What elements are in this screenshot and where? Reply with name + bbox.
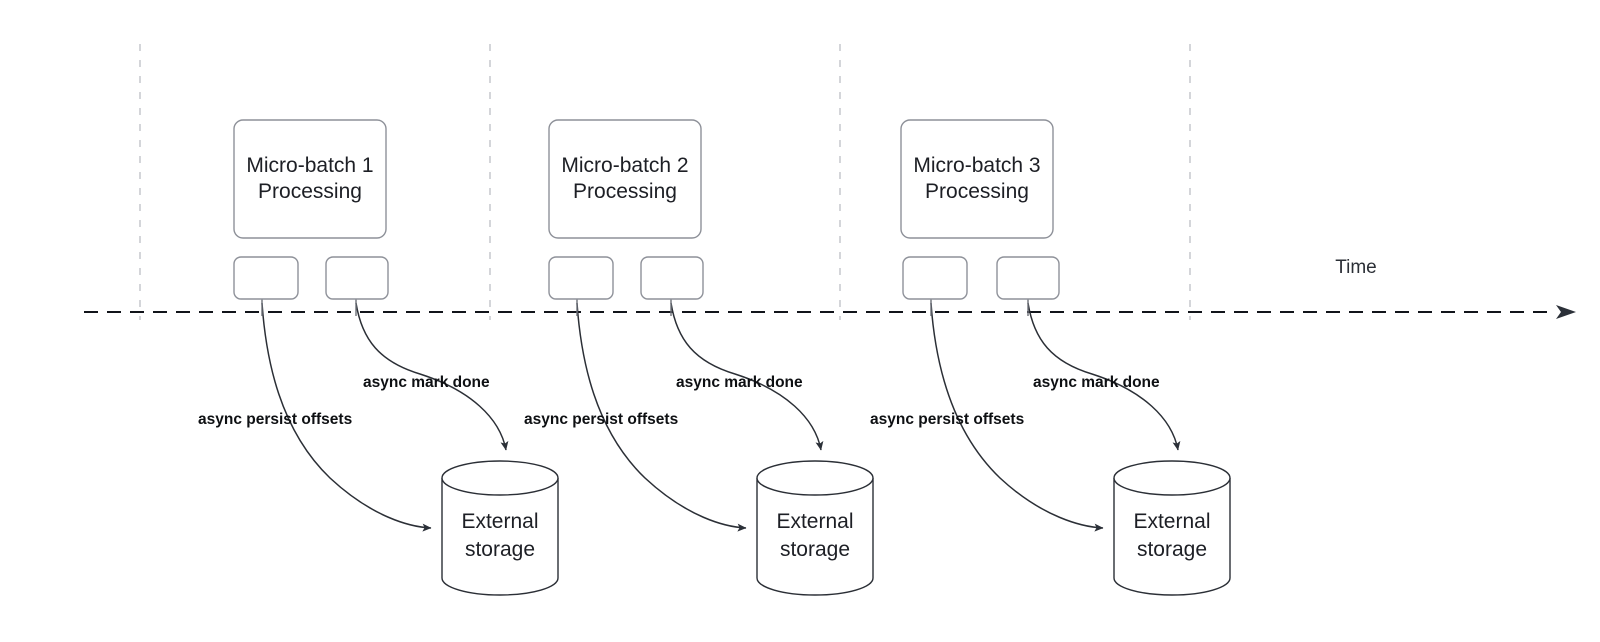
time-axis: Time xyxy=(84,257,1576,319)
guide-lines xyxy=(139,44,1191,320)
external-storage-label-3-line1: External xyxy=(1133,510,1210,533)
tick-box-right-1[interactable] xyxy=(325,256,389,300)
tick-box-right-2[interactable] xyxy=(640,256,704,300)
tick-box-left-2[interactable] xyxy=(548,256,614,300)
external-storage-body-2[interactable] xyxy=(756,478,874,596)
external-storage-body-3[interactable] xyxy=(1113,478,1231,596)
external-storage-top-3 xyxy=(1113,460,1231,496)
micro-batch-box-3[interactable] xyxy=(900,119,1054,239)
micro-batch-label-3-line2: Processing xyxy=(925,180,1029,203)
edge-label-persist-offsets-2: async persist offsets xyxy=(524,411,678,428)
external-storage-top-2 xyxy=(756,460,874,496)
batch-group-1: Micro-batch 1 Processing External storag… xyxy=(198,119,559,596)
external-storage-label-1-line2: storage xyxy=(465,538,535,561)
tick-box-left-3[interactable] xyxy=(902,256,968,300)
connector-persist-offsets-3 xyxy=(930,302,1104,532)
time-axis-label: Time xyxy=(1335,257,1377,278)
edge-label-mark-done-1: async mark done xyxy=(363,374,490,391)
micro-batch-label-2-line2: Processing xyxy=(573,180,677,203)
micro-batch-label-1-line2: Processing xyxy=(258,180,362,203)
micro-batch-label-2-line1: Micro-batch 2 xyxy=(561,154,688,177)
external-storage-top-1 xyxy=(441,460,559,496)
edge-label-persist-offsets-1: async persist offsets xyxy=(198,411,352,428)
edge-label-mark-done-2: async mark done xyxy=(676,374,803,391)
connector-persist-offsets-2 xyxy=(576,302,747,532)
external-storage-label-3-line2: storage xyxy=(1137,538,1207,561)
micro-batch-box-2[interactable] xyxy=(548,119,702,239)
edge-label-mark-done-3: async mark done xyxy=(1033,374,1160,391)
connector-mark-done-2 xyxy=(670,302,824,451)
tick-box-left-1[interactable] xyxy=(233,256,299,300)
micro-batch-box-1[interactable] xyxy=(233,119,387,239)
connector-mark-done-1 xyxy=(355,302,509,451)
edge-label-persist-offsets-3: async persist offsets xyxy=(870,411,1024,428)
connector-mark-done-3 xyxy=(1027,302,1181,451)
external-storage-label-2-line2: storage xyxy=(780,538,850,561)
batch-group-2: Micro-batch 2 Processing External storag… xyxy=(524,119,874,596)
micro-batch-label-3-line1: Micro-batch 3 xyxy=(913,154,1040,177)
external-storage-label-1-line1: External xyxy=(461,510,538,533)
external-storage-label-2-line1: External xyxy=(776,510,853,533)
external-storage-body-1[interactable] xyxy=(441,478,559,596)
micro-batch-label-1-line1: Micro-batch 1 xyxy=(246,154,373,177)
tick-box-right-3[interactable] xyxy=(996,256,1060,300)
connector-persist-offsets-1 xyxy=(261,302,432,532)
batch-group-3: Micro-batch 3 Processing External storag… xyxy=(870,119,1231,596)
timeline-arrowhead xyxy=(1556,305,1576,319)
